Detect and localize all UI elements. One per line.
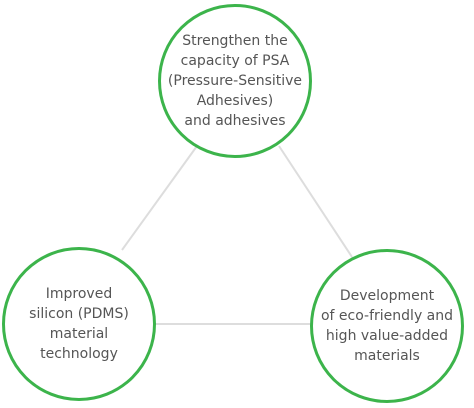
node-eco-friendly-materials: Development of eco-friendly and high val… [310, 249, 464, 403]
node-eco-friendly-materials-label: Development of eco-friendly and high val… [320, 288, 454, 364]
node-pdms-technology-label: Improved silicon (PDMS) material technol… [29, 286, 129, 362]
connector-top-left [121, 145, 198, 251]
connector-top-right [278, 145, 353, 258]
node-psa-adhesives-label: Strengthen the capacity of PSA (Pressure… [167, 33, 303, 129]
node-pdms-technology: Improved silicon (PDMS) material technol… [2, 247, 156, 401]
node-psa-adhesives: Strengthen the capacity of PSA (Pressure… [158, 4, 312, 158]
